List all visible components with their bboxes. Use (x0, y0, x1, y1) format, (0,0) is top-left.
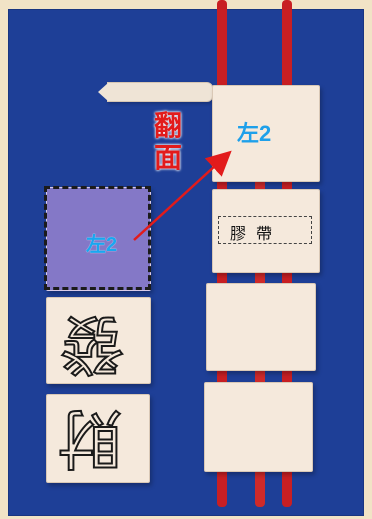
left2-label-middle: 左2 (86, 234, 118, 256)
tape-label: 膠帶 (230, 224, 283, 243)
glyph-card-upper (46, 297, 151, 384)
blank-card-1 (206, 283, 316, 371)
glyph-lower-rotated: 財 (57, 399, 123, 475)
wooden-handle (98, 82, 213, 102)
blank-card-2 (204, 382, 313, 472)
glyph-card-lower (46, 394, 150, 483)
glyph-upper-rotated: 發 (59, 305, 125, 381)
tape-card (212, 189, 320, 273)
flip-label: 翻 面 (153, 109, 182, 175)
left2-label-top: 左2 (237, 121, 272, 146)
